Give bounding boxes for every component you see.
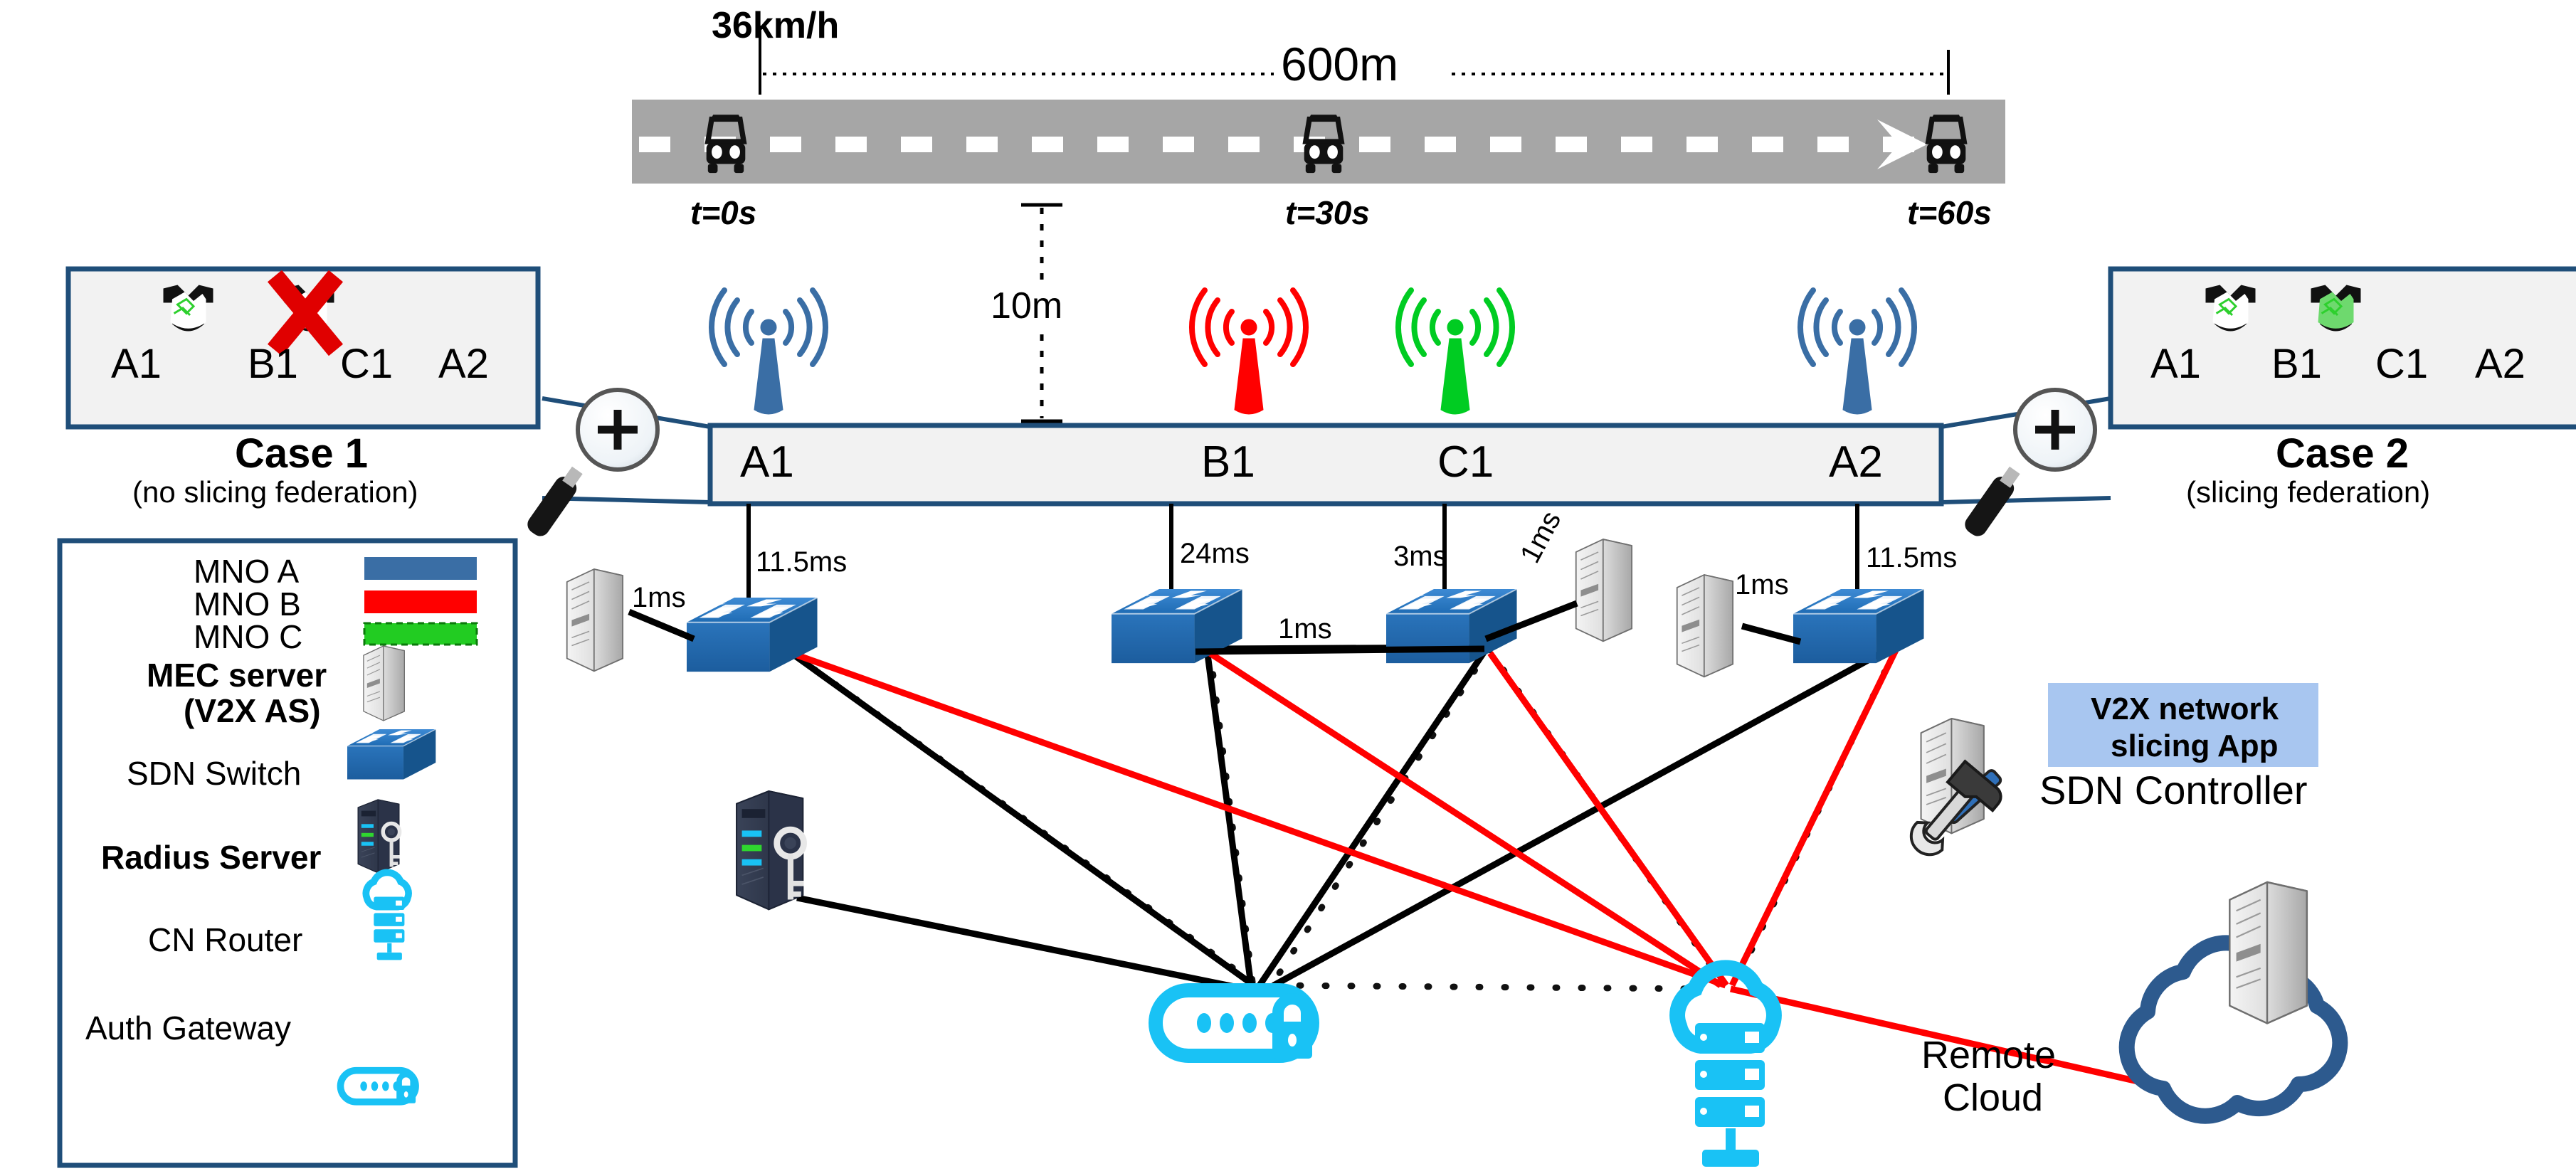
distance-label: 600m [1281,38,1399,90]
band-label-a2: A2 [1829,438,1883,487]
mnoc-dotted-links [790,645,1899,992]
legend-icon-auth-gateway [337,1066,419,1106]
legend-label-auth-gateway: Auth Gateway [85,1010,291,1047]
auth-gateway-icon [1149,983,1319,1063]
legend-label-radius: Radius Server [101,839,322,876]
cn-router-icon [1669,960,1782,1167]
switch-switch-link [1195,645,1485,655]
legend-label-cn-router: CN Router [148,921,303,958]
mnob-red-links [790,649,2201,1099]
remote-cloud-line1: Remote [1921,1034,2057,1076]
case1-slice-b1: B1 [248,341,298,387]
band-label-c1: C1 [1437,438,1494,487]
case2-slice-c1: C1 [2375,341,2429,387]
magnifier-left [527,388,660,536]
car-icon [704,115,747,174]
tools-icon [1909,759,2002,857]
height-dimension [1021,203,1062,423]
legend-label-mec-sub: (V2X AS) [184,692,321,729]
v2x-app-box [2048,683,2318,767]
car-time-label-1: t=30s [1285,194,1370,231]
legend-icon-cn-router [362,869,412,960]
antenna-A1 [712,290,825,414]
case2-slice-a2: A2 [2475,341,2525,387]
band-label-b1: B1 [1201,438,1255,487]
case2-subtitle: (slicing federation) [2186,475,2431,509]
mec-server-A2 [1676,574,1734,678]
legend-icon-mec [363,645,405,721]
latency-switch-switch: 1ms [1278,613,1332,645]
car-time-label-0: t=0s [690,194,757,231]
mec-server-A1 [566,568,624,672]
latency-mec-a2: 1ms [1735,569,1789,600]
legend-label-switch: SDN Switch [127,755,302,792]
v2x-app-line2: slicing App [2111,729,2279,763]
legend-icon-radius [358,800,400,873]
sdn-controller-label: SDN Controller [2039,768,2308,812]
sdn-switch-A2 [1793,588,1925,664]
magnifier-right [1965,388,2097,536]
height-label: 10m [991,285,1063,327]
road-group [632,100,2005,184]
legend-label-mno-a: MNO A [194,553,300,590]
legend-label-mno-b: MNO B [194,586,301,623]
remote-cloud-line2: Cloud [1943,1076,2044,1119]
case1-title: Case 1 [235,430,369,477]
red-cross-icon [267,270,344,356]
speed-label: 36km/h [712,5,840,46]
latency-mec-a1: 1ms [632,582,686,613]
car-icon [1302,115,1345,174]
latency-a2: 11.5ms [1866,542,1958,573]
bs-to-switch-links [746,504,1859,609]
legend-label-mno-c: MNO C [194,618,303,655]
radius-server [737,791,804,909]
v2x-app-line1: V2X network [2091,692,2279,726]
legend-label-mec: MEC server [147,657,327,694]
legend-swatch-mno-b [364,590,477,613]
antenna-A2 [1800,290,1914,414]
car-icons [704,115,1968,174]
car-time-label-2: t=60s [1907,194,1992,231]
antenna-C1 [1398,290,1512,414]
latency-a1: 11.5ms [756,546,848,578]
case1-subtitle: (no slicing federation) [132,475,418,509]
mec-server-C1 [1575,539,1633,642]
case1-slice-c1: C1 [340,341,394,387]
case2-slice-a1: A1 [2150,341,2201,387]
case1-slice-a1: A1 [111,341,162,387]
latency-c1: 3ms [1393,541,1447,572]
car-icon [1925,115,1968,174]
antenna-B1 [1192,290,1306,414]
direction-arrow [1877,120,1927,169]
band-label-a1: A1 [740,438,794,487]
case2-title: Case 2 [2276,430,2409,477]
legend-swatch-mno-a [364,557,477,580]
case2-slice-b1: B1 [2271,341,2322,387]
mnoa-black-links [789,644,1894,992]
latency-b1: 24ms [1180,538,1250,569]
band-box [707,423,1944,507]
mec-links [628,600,1802,645]
legend-swatch-mno-c [363,622,478,646]
remote-cloud-server [2229,881,2308,1024]
case1-slice-a2: A2 [438,341,489,387]
